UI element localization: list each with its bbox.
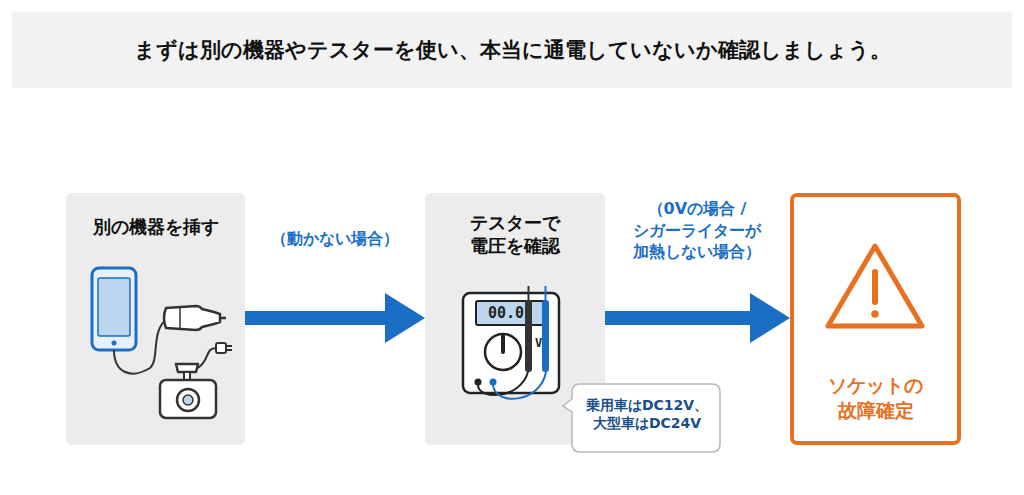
node-title: テスターで 電圧を確認 bbox=[455, 211, 575, 258]
meter-display: 00.0 bbox=[488, 304, 524, 322]
node-title: ソケットの 故障確定 bbox=[811, 373, 941, 422]
node-title: 別の機器を挿す bbox=[71, 215, 241, 238]
process-box: 別の機器を挿す bbox=[66, 193, 245, 445]
title: まずは別の機器やテスターを使い、本当に通電していないか確認しましょう。 bbox=[134, 36, 891, 64]
flow-arrow bbox=[245, 311, 395, 325]
edge-label: （0Vの場合 / シガーライターが 加熱しない場合） bbox=[602, 198, 792, 263]
unit-mark: V bbox=[535, 336, 542, 350]
bubble-shape bbox=[563, 384, 720, 452]
edge-label: （動かない場合） bbox=[245, 228, 425, 250]
process-box: ソケットの 故障確定 bbox=[790, 193, 961, 445]
callout-bubble: 乗用車はDC12V、 大型車はDC24V bbox=[562, 382, 722, 454]
node-title: 乗用車はDC12V、 大型車はDC24V bbox=[582, 396, 712, 432]
flow-arrow bbox=[605, 311, 760, 325]
title-band: まずは別の機器やテスターを使い、本当に通電していないか確認しましょう。 bbox=[12, 12, 1012, 88]
